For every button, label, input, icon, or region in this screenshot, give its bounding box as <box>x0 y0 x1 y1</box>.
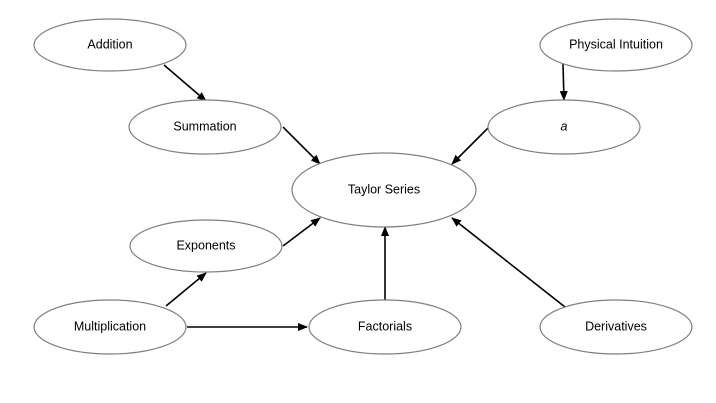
node-label-factorials: Factorials <box>358 319 412 333</box>
node-label-taylor-series: Taylor Series <box>348 182 420 196</box>
node-label-derivatives: Derivatives <box>585 319 647 333</box>
node-exponents: Exponents <box>129 219 283 273</box>
edge-exponents-to-taylor-series <box>282 217 321 247</box>
edge-physical-intuition-to-a <box>559 63 568 101</box>
node-a: a <box>487 99 641 155</box>
node-addition: Addition <box>33 18 187 72</box>
edges <box>163 63 568 331</box>
node-taylor-series: Taylor Series <box>291 152 477 228</box>
node-label-addition: Addition <box>87 37 132 51</box>
node-derivatives: Derivatives <box>539 299 693 355</box>
edge-summation-to-taylor-series <box>282 126 321 165</box>
node-physical-intuition: Physical Intuition <box>539 18 693 72</box>
node-multiplication: Multiplication <box>33 299 187 355</box>
node-label-exponents: Exponents <box>176 238 235 252</box>
node-label-multiplication: Multiplication <box>74 319 146 333</box>
edge-derivatives-to-taylor-series <box>451 217 566 308</box>
node-label-summation: Summation <box>173 119 236 133</box>
node-label-physical-intuition: Physical Intuition <box>569 37 663 51</box>
node-factorials: Factorials <box>308 299 462 355</box>
edge-addition-to-summation <box>163 64 207 102</box>
edge-a-to-taylor-series <box>451 126 490 165</box>
node-summation: Summation <box>128 99 282 155</box>
node-label-a: a <box>561 119 568 133</box>
edge-multiplication-to-exponents <box>165 272 207 307</box>
